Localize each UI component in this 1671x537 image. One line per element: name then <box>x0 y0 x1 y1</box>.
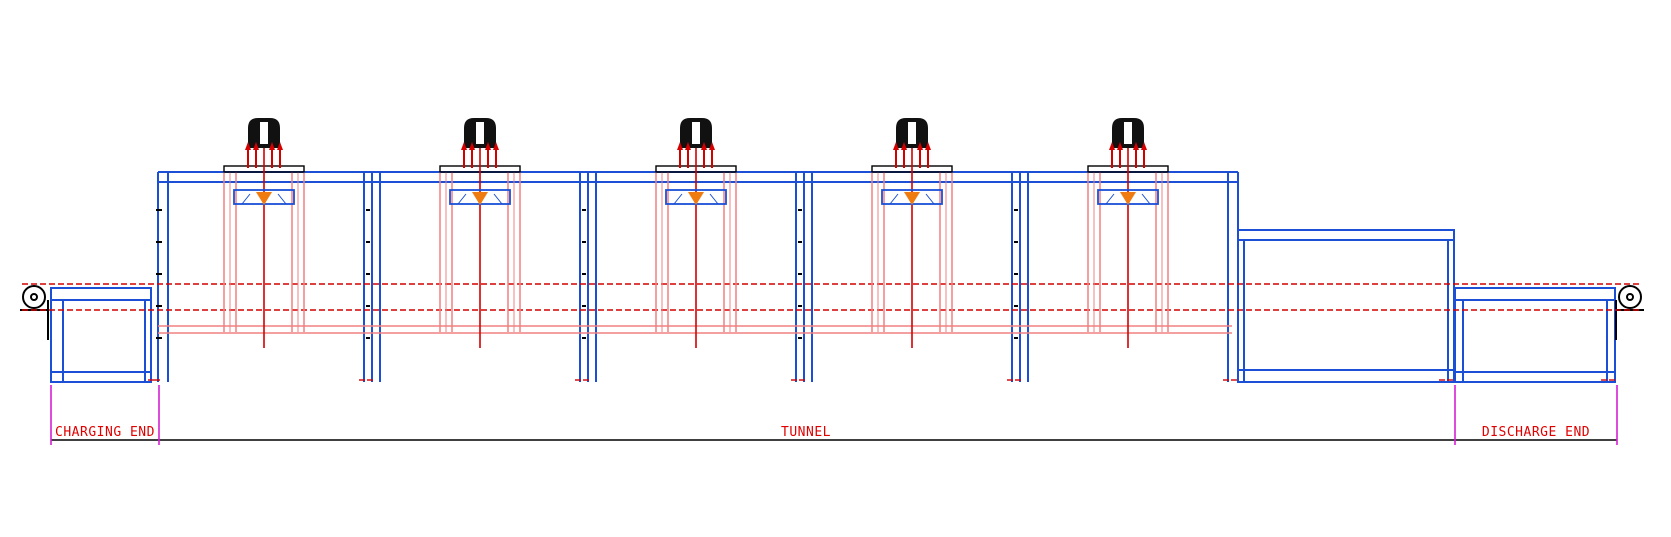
nozzle-detail <box>457 193 467 205</box>
axis-group <box>22 283 1640 381</box>
discharge-box <box>1454 287 1616 383</box>
discharge-roller <box>1618 285 1642 309</box>
nozzle-detail <box>277 193 287 205</box>
arrow-icon <box>469 142 475 150</box>
nozzle-detail <box>709 193 719 205</box>
arrow-icon <box>901 142 907 150</box>
nozzle-detail <box>1141 193 1151 205</box>
arrow-icon <box>485 142 491 150</box>
extension-box <box>1237 229 1455 383</box>
nozzle-icon <box>904 192 920 205</box>
arrow-icon <box>1117 142 1123 150</box>
frame-group <box>20 171 1644 383</box>
arrow-icon <box>1133 142 1139 150</box>
arrow-icon <box>1141 142 1147 150</box>
discharge-roller-hub <box>1626 293 1634 301</box>
nozzle-icon <box>1120 192 1136 205</box>
charging-roller-hub <box>30 293 38 301</box>
label-discharge-end: DISCHARGE END <box>1482 425 1590 440</box>
module-2 <box>439 118 521 348</box>
arrow-icon <box>925 142 931 150</box>
arrow-icon <box>253 142 259 150</box>
arrow-icon <box>245 142 251 150</box>
nozzle-detail <box>1105 193 1115 205</box>
motor-window <box>260 122 268 144</box>
arrow-icon <box>701 142 707 150</box>
arrow-icon <box>277 142 283 150</box>
motor-window <box>692 122 700 144</box>
nozzle-detail <box>673 193 683 205</box>
charging-roller <box>22 285 46 309</box>
module-5 <box>1087 118 1169 348</box>
arrow-icon <box>917 142 923 150</box>
arrow-icon <box>493 142 499 150</box>
nozzle-icon <box>472 192 488 205</box>
nozzle-icon <box>688 192 704 205</box>
arrow-icon <box>709 142 715 150</box>
nozzle-detail <box>889 193 899 205</box>
charging-box <box>50 287 152 383</box>
label-tunnel: TUNNEL <box>781 425 831 440</box>
nozzle-icon <box>256 192 272 205</box>
nozzle-detail <box>241 193 251 205</box>
motor-window <box>908 122 916 144</box>
module-4 <box>871 118 953 348</box>
nozzle-detail <box>493 193 503 205</box>
module-1 <box>223 118 305 348</box>
motor-window <box>1124 122 1132 144</box>
module-3 <box>655 118 737 348</box>
heater-group <box>158 325 1232 334</box>
nozzle-detail <box>925 193 935 205</box>
arrow-icon <box>269 142 275 150</box>
arrow-icon <box>461 142 467 150</box>
arrow-icon <box>677 142 683 150</box>
arrow-icon <box>685 142 691 150</box>
modules-group <box>223 118 1169 348</box>
arrow-icon <box>1109 142 1115 150</box>
arrow-icon <box>893 142 899 150</box>
label-charging-end: CHARGING END <box>55 425 155 440</box>
motor-window <box>476 122 484 144</box>
